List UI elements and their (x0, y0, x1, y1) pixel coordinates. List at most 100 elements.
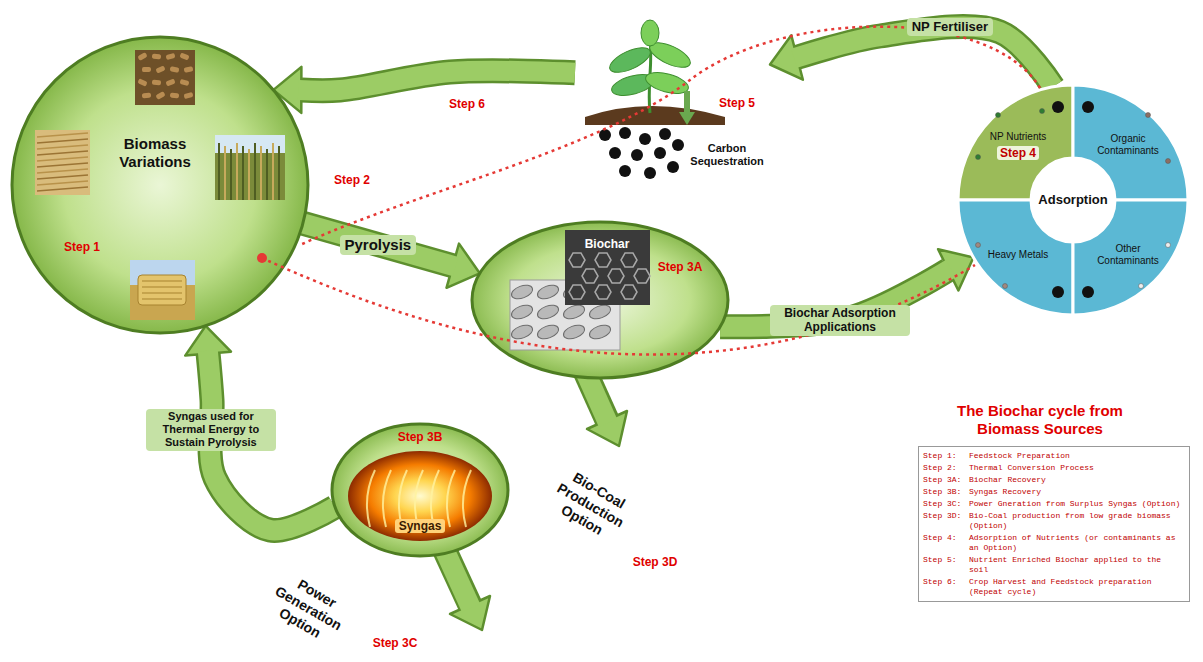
pellet (142, 93, 151, 99)
husk (510, 303, 535, 322)
straw (37, 151, 88, 155)
carbon-dot (672, 139, 684, 151)
plant-illustration: Step 5Carbon Sequestration (575, 15, 770, 180)
straw (37, 181, 88, 185)
bale-line (142, 293, 182, 294)
pellet (152, 53, 162, 59)
crop-stalk (260, 146, 262, 200)
straw (37, 169, 88, 173)
particle-dot (1052, 286, 1064, 298)
husk (588, 303, 613, 322)
pore (608, 269, 624, 283)
particle-dot (976, 243, 981, 248)
straw (37, 139, 88, 143)
pore (569, 253, 585, 267)
sector-group (958, 85, 1073, 200)
crop-stalk (224, 146, 226, 200)
node-title: Syngas (395, 519, 446, 533)
table-cell: Step 3D: (923, 511, 969, 531)
crop-stalk (278, 146, 280, 200)
soil-mound (585, 106, 725, 125)
step-label: Step 4 (997, 146, 1039, 160)
pore (634, 269, 650, 283)
nutrient-sector: NP NutrientsStep 4 (958, 85, 1073, 200)
table-cell: Syngas Recovery (969, 487, 1185, 497)
metal-sector: Heavy Metals (958, 200, 1073, 315)
flame (383, 470, 391, 527)
table-cell: Step 5: (923, 555, 969, 575)
carbon-dot (667, 161, 679, 173)
donut-sector (1073, 200, 1188, 315)
flame (463, 470, 471, 527)
pellet (152, 80, 161, 85)
husk (510, 283, 535, 302)
pellet (137, 52, 147, 61)
husk (536, 323, 561, 342)
donut-sector (958, 200, 1073, 315)
bale-photo (130, 260, 195, 320)
option-label: Power Generation Option (254, 562, 361, 653)
donut-sector (958, 85, 1073, 200)
particle-dot (1040, 109, 1045, 114)
sector-label: Other Contaminants (1094, 243, 1162, 267)
arrow-shaft (303, 223, 456, 266)
cycle-dotted-line (300, 27, 1040, 245)
particle-dot (1146, 113, 1151, 118)
step-label: Step 3B (398, 430, 443, 444)
table-cell: Thermal Conversion Process (969, 463, 1185, 473)
crop-stalk (254, 143, 256, 200)
node-title: Biochar (581, 236, 634, 252)
husk (536, 283, 561, 302)
step-label: Step 2 (334, 173, 370, 187)
step-label: Step 3C (373, 636, 418, 650)
step-label: Step 1 (64, 240, 100, 254)
crop-stalk (236, 143, 238, 200)
particle-dot (1003, 284, 1008, 289)
option-label: Bio-Coal Production Option (536, 459, 643, 550)
crop-stalk (218, 143, 220, 200)
table-cell: Crop Harvest and Feedstock preparation (… (969, 577, 1185, 597)
particle-dot (1082, 101, 1094, 113)
photo-ground (135, 50, 195, 105)
adsorption-donut: AdsorptionNP NutrientsStep 4Organic Cont… (958, 85, 1188, 315)
pellet (165, 53, 175, 60)
flame (447, 470, 455, 527)
photo-ground (35, 130, 90, 195)
pellet-photo (135, 50, 195, 105)
pellet (165, 79, 175, 87)
pellet (155, 65, 165, 73)
flame (367, 470, 375, 527)
table-cell: Nutrient Enriched Biochar applied to the… (969, 555, 1185, 575)
donut-sector (1073, 85, 1188, 200)
pore (621, 285, 637, 299)
particle-dot (1082, 286, 1094, 298)
fire-image (348, 451, 492, 541)
pore (595, 253, 611, 267)
step-label: Step 3A (658, 260, 703, 274)
process-arrow (303, 223, 480, 287)
bale-line (142, 281, 182, 282)
table-cell: Adsorption of Nutrients (or contaminants… (969, 533, 1185, 553)
pellet (170, 66, 180, 73)
step-label: Step 3D (633, 555, 678, 569)
bale-line (142, 287, 182, 288)
step-label: Step 5 (719, 96, 755, 110)
arrow-shaft (298, 71, 575, 91)
straw (37, 133, 88, 137)
pellet (184, 66, 194, 73)
table-cell: Step 3C: (923, 499, 969, 509)
hay-bale (138, 275, 186, 305)
cycle-start-dot (257, 253, 267, 263)
biomass-circle: Biomass VariationsStep 1 (10, 35, 310, 335)
node-title: Adsorption (1038, 192, 1107, 208)
husk (536, 303, 561, 322)
arrow-label: Syngas used for Thermal Energy to Sustai… (146, 409, 276, 451)
carbon-dot (619, 165, 631, 177)
carbon-dot (599, 129, 611, 141)
particle-dot (996, 113, 1001, 118)
contaminant-sector: Other Contaminants (1073, 200, 1188, 315)
plant-leaf (606, 43, 653, 78)
straw (37, 163, 88, 167)
crop-stalk (272, 143, 274, 200)
